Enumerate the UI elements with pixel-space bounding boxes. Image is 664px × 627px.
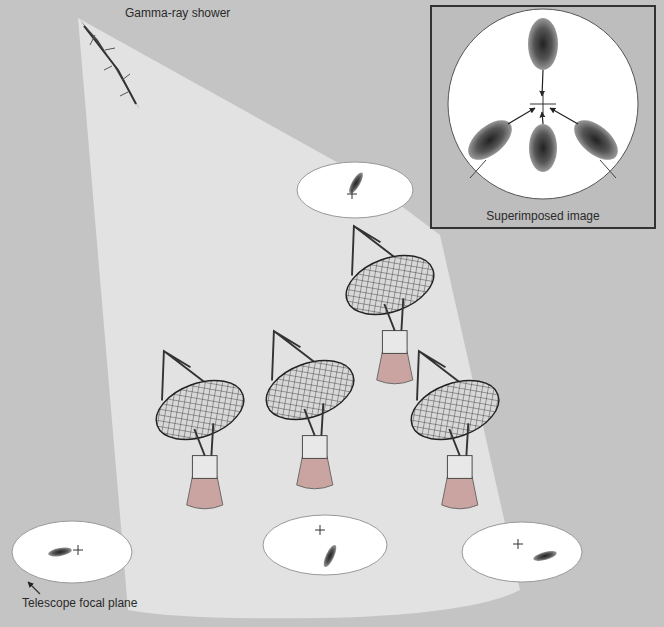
leader-line xyxy=(28,582,40,594)
focal-plane xyxy=(263,515,387,575)
focal-plane xyxy=(462,522,582,582)
inset-caption: Superimposed image xyxy=(432,209,654,223)
telescope xyxy=(403,351,507,509)
caption-label: Telescope focal plane xyxy=(22,596,137,610)
inset-frame: Superimposed image xyxy=(430,5,656,229)
caption-label: Gamma-ray shower xyxy=(125,6,230,20)
superimposed-inset xyxy=(431,6,655,228)
telescope xyxy=(148,351,252,509)
focal-plane xyxy=(297,162,413,218)
focal-plane xyxy=(12,521,132,583)
gamma-ray-shower xyxy=(80,20,140,110)
telescope xyxy=(338,226,442,384)
telescope xyxy=(258,331,362,489)
